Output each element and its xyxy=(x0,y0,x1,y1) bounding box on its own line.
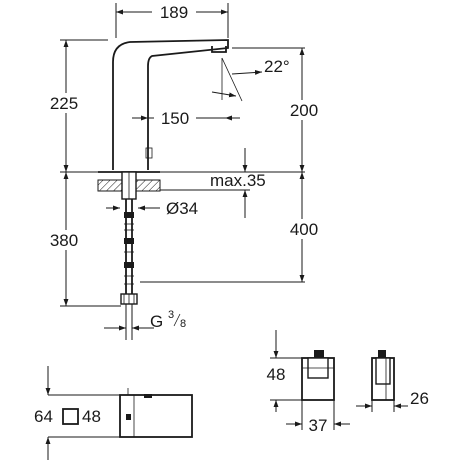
dim-module-height: 48 xyxy=(267,365,286,384)
square-icon xyxy=(62,408,79,425)
dim-connection-den: 8 xyxy=(180,318,186,330)
dim-connection-prefix: G xyxy=(150,312,163,331)
battery-module-front xyxy=(301,350,335,401)
dim-box-height: 64 xyxy=(34,407,53,426)
control-box xyxy=(119,388,193,438)
dim-hole-diameter: Ø34 xyxy=(166,199,198,218)
dim-box-icon-size: 48 xyxy=(82,407,101,426)
dim-max-thickness: max.35 xyxy=(210,171,266,190)
dim-connection-num: 3 xyxy=(168,309,174,321)
dim-module-width: 37 xyxy=(309,416,328,435)
supply-hose xyxy=(60,199,138,340)
dim-spout-height: 200 xyxy=(290,101,318,120)
sensor-window xyxy=(145,147,153,159)
countertop-section xyxy=(97,171,210,200)
dim-spout-angle: 22° xyxy=(264,57,290,76)
dim-hose-length: 400 xyxy=(290,220,318,239)
dim-spout-width: 189 xyxy=(160,3,188,22)
dim-sensor-reach: 150 xyxy=(161,109,189,128)
battery-module-side xyxy=(371,350,395,401)
dim-height-total: 225 xyxy=(50,94,78,113)
dim-body-to-connection: 380 xyxy=(50,231,78,250)
dim-module-depth: 26 xyxy=(410,389,429,408)
